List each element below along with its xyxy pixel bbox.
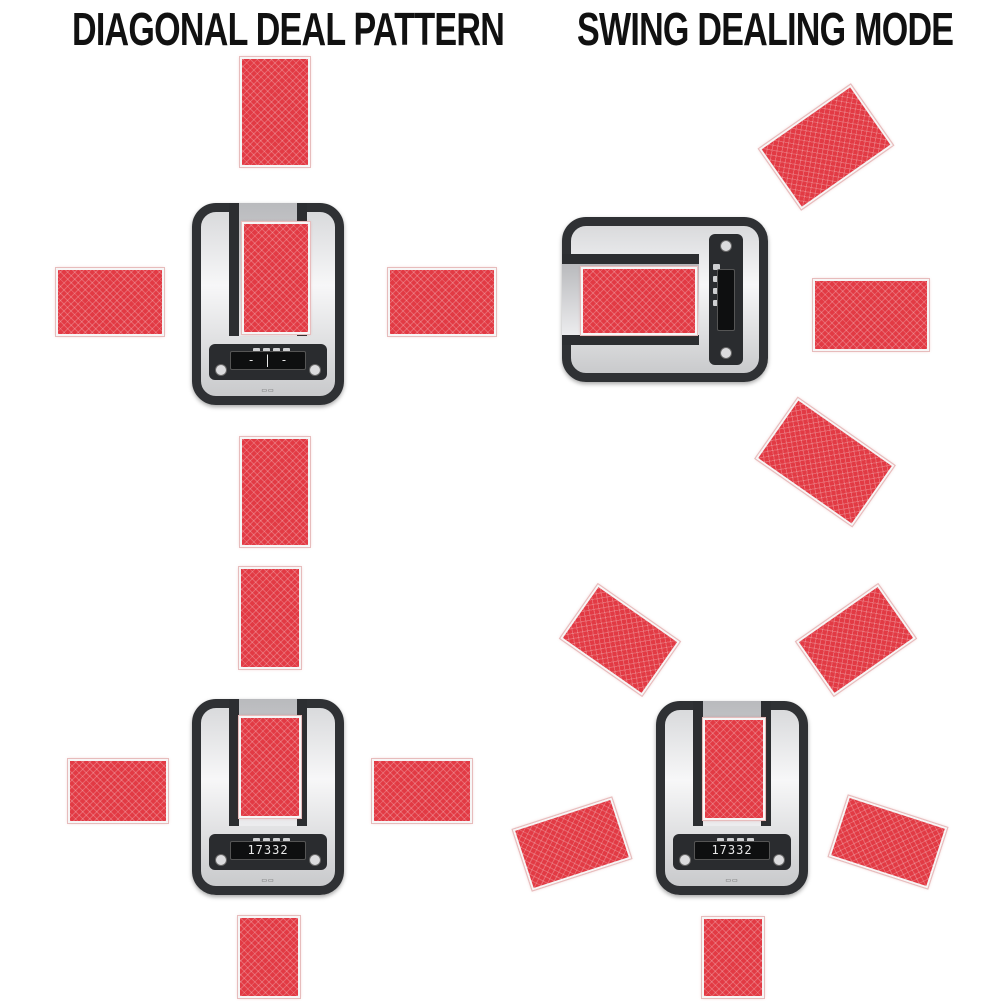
dealer-brand-mark: ▭▭ — [725, 878, 739, 884]
card-bottom — [237, 915, 301, 999]
card-fan-bottom — [701, 916, 765, 999]
dealer-button-bottom — [720, 347, 732, 359]
dealer-button-top — [720, 240, 732, 252]
card-swing-top — [757, 82, 895, 212]
dealer-control-panel — [709, 234, 743, 365]
dealer-display: 17332 — [230, 841, 306, 860]
card-in-slot — [702, 717, 766, 821]
card-fan-upper-left — [558, 582, 682, 698]
card-swing-right — [812, 278, 930, 352]
card-right — [387, 267, 497, 337]
dealer-button-right — [773, 854, 785, 866]
card-left — [67, 758, 169, 824]
dealer-button-left — [215, 364, 227, 376]
dealer-button-right — [309, 364, 321, 376]
card-dealer-machine: - | - ▭▭ — [192, 203, 344, 405]
dealer-brand-mark: ▭▭ — [261, 878, 275, 884]
dealer-button-right — [309, 854, 321, 866]
diagonal-deal-pattern-title: DIAGONAL DEAL PATTERN — [72, 3, 505, 55]
card-in-slot — [241, 221, 311, 335]
card-fan-upper-right — [794, 582, 918, 698]
dealer-button-left — [215, 854, 227, 866]
dealer-display: - | - — [230, 351, 306, 370]
dealer-brand-mark: ▭▭ — [261, 388, 275, 394]
card-swing-bottom — [754, 396, 896, 528]
swing-dealing-mode-title: SWING DEALING MODE — [577, 3, 954, 55]
dealer-control-panel: 17332 — [673, 834, 791, 870]
card-dealer-machine: 17332 ▭▭ — [192, 699, 344, 895]
card-bottom — [239, 436, 311, 548]
card-fan-lower-left — [511, 796, 633, 892]
card-fan-lower-right — [827, 794, 949, 890]
dealer-display — [717, 268, 735, 331]
dealer-control-panel: 17332 — [209, 834, 327, 870]
card-dealer-machine: 17332 ▭▭ — [656, 701, 808, 895]
dealer-button-left — [679, 854, 691, 866]
dealer-control-panel: - | - — [209, 344, 327, 380]
card-top — [239, 56, 311, 168]
card-dealer-machine-rotated — [562, 217, 768, 382]
card-top — [238, 566, 302, 670]
card-right — [371, 758, 473, 824]
card-in-slot — [580, 266, 698, 336]
card-left — [55, 267, 165, 337]
dealer-display: 17332 — [694, 841, 770, 860]
card-in-slot — [238, 715, 302, 819]
